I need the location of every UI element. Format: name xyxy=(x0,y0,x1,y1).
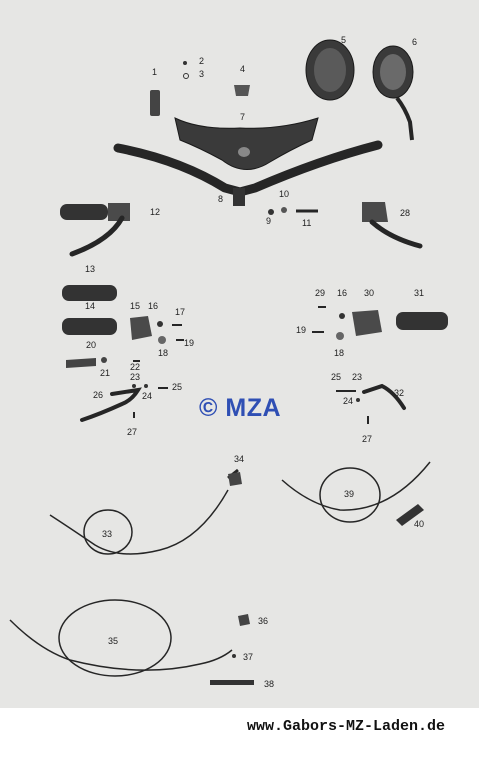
part-number: 24 xyxy=(343,396,353,406)
part-number: 18 xyxy=(334,348,344,358)
part-number: 15 xyxy=(130,301,140,311)
watermark: © MZA xyxy=(199,394,282,422)
part-number: 24 xyxy=(142,391,152,401)
part-number: 34 xyxy=(234,454,244,464)
part-number: 10 xyxy=(279,189,289,199)
switch-housing-icon xyxy=(130,316,152,340)
sleeve-icon xyxy=(150,90,160,116)
handlebar-icon xyxy=(113,140,383,197)
cable-icon xyxy=(49,489,229,555)
part-number: 17 xyxy=(175,307,185,317)
part-number: 1 xyxy=(152,67,157,77)
lever-housing-icon xyxy=(108,203,130,221)
part-number: 20 xyxy=(86,340,96,350)
part-number: 23 xyxy=(352,372,362,382)
part-number: 28 xyxy=(400,208,410,218)
part-number: 7 xyxy=(240,112,245,122)
grip-icon xyxy=(396,312,448,330)
lever-icon xyxy=(369,219,423,249)
part-number: 16 xyxy=(148,301,158,311)
screw-icon xyxy=(210,680,254,685)
part-number: 5 xyxy=(341,35,346,45)
part-number: 36 xyxy=(258,616,268,626)
part-number: 40 xyxy=(414,519,424,529)
part-number: 21 xyxy=(100,368,110,378)
part-number: 38 xyxy=(264,679,274,689)
part-number: 3 xyxy=(199,69,204,79)
part-number: 26 xyxy=(93,390,103,400)
part-number: 4 xyxy=(240,64,245,74)
grip-icon xyxy=(62,285,117,301)
grip-icon xyxy=(60,204,108,220)
part-number: 16 xyxy=(337,288,347,298)
footer-url[interactable]: www.Gabors-MZ-Laden.de xyxy=(246,718,445,735)
part-number: 39 xyxy=(344,489,354,499)
part-number: 25 xyxy=(331,372,341,382)
cable-icon xyxy=(9,619,233,671)
part-number: 2 xyxy=(199,56,204,66)
part-number: 8 xyxy=(218,194,223,204)
lever-housing-icon xyxy=(362,202,388,222)
part-number: 31 xyxy=(414,288,424,298)
part-number: 33 xyxy=(102,529,112,539)
footer: www.Gabors-MZ-Laden.de xyxy=(0,708,479,768)
part-number: 12 xyxy=(150,207,160,217)
part-number: 25 xyxy=(172,382,182,392)
cable-icon xyxy=(281,461,431,511)
part-number: 14 xyxy=(85,301,95,311)
part-number: 23 xyxy=(130,372,140,382)
lever-icon xyxy=(69,215,125,257)
parts-sheet: 1 2 3 4 5 6 7 8 9 10 11 12 13 14 15 16 1… xyxy=(0,0,479,708)
part-number: 37 xyxy=(243,652,253,662)
lever-icon xyxy=(362,383,406,410)
shroud-icon xyxy=(174,117,319,170)
part-number: 35 xyxy=(108,636,118,646)
part-number: 27 xyxy=(127,427,137,437)
part-numbers: 1 2 3 4 5 6 7 8 9 10 11 12 13 14 15 16 1… xyxy=(85,35,424,689)
grip-icon xyxy=(62,318,117,335)
part-number: 29 xyxy=(315,288,325,298)
handlebar-clamp-icon xyxy=(233,188,245,206)
part-number: 19 xyxy=(184,338,194,348)
part-number: 27 xyxy=(362,434,372,444)
exploded-parts-diagram: 1 2 3 4 5 6 7 8 9 10 11 12 13 14 15 16 1… xyxy=(9,35,448,689)
part-number: 22 xyxy=(130,362,140,372)
part-number: 30 xyxy=(364,288,374,298)
lever-icon xyxy=(80,387,142,422)
part-number: 6 xyxy=(412,37,417,47)
part-number: 13 xyxy=(85,264,95,274)
part-number: 9 xyxy=(266,216,271,226)
part-number: 18 xyxy=(158,348,168,358)
part-number: 32 xyxy=(394,388,404,398)
part-number: 19 xyxy=(296,325,306,335)
part-number: 11 xyxy=(302,218,311,228)
switch-housing-icon xyxy=(352,310,382,336)
